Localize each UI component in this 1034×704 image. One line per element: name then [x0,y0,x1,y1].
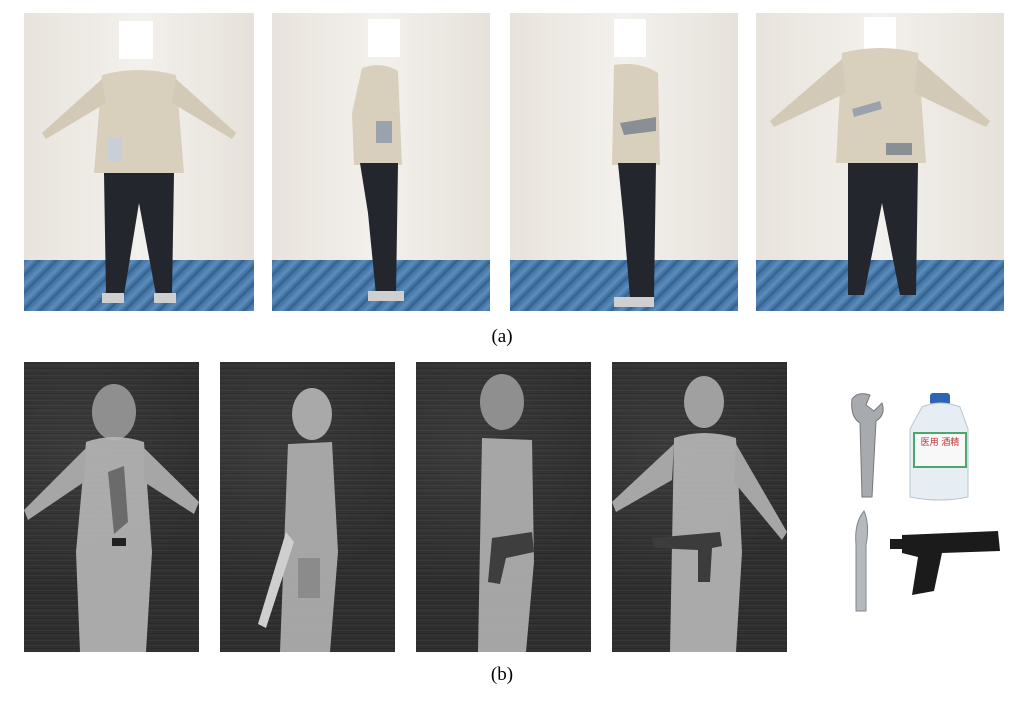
water-bottle-icon: 医用 酒精 [909,393,969,501]
photo-right-side [510,13,738,311]
wrench-icon [851,393,884,498]
photo-front [24,13,254,311]
knife-icon [855,510,869,612]
photo-left-side [272,13,490,311]
wrench-in-pocket [376,121,392,143]
svg-text:医用 酒精: 医用 酒精 [921,436,960,448]
face-blur-box [614,19,646,57]
thermal-right-side [416,362,591,652]
caption-b: (b) [490,664,514,685]
thermal-left-side [220,362,395,652]
face-blur-box [119,21,153,59]
thermal-back [612,362,787,652]
thermal-front [24,362,199,652]
caption-a: (a) [491,326,513,347]
objects-group: 医用 酒精 [830,385,1010,615]
face-blur-box [368,19,400,57]
gun-in-pocket [620,117,656,135]
bottle-in-pocket [108,138,122,162]
photo-back [756,13,1004,311]
face-blur-box [864,17,896,49]
pistol-icon [890,531,1000,595]
